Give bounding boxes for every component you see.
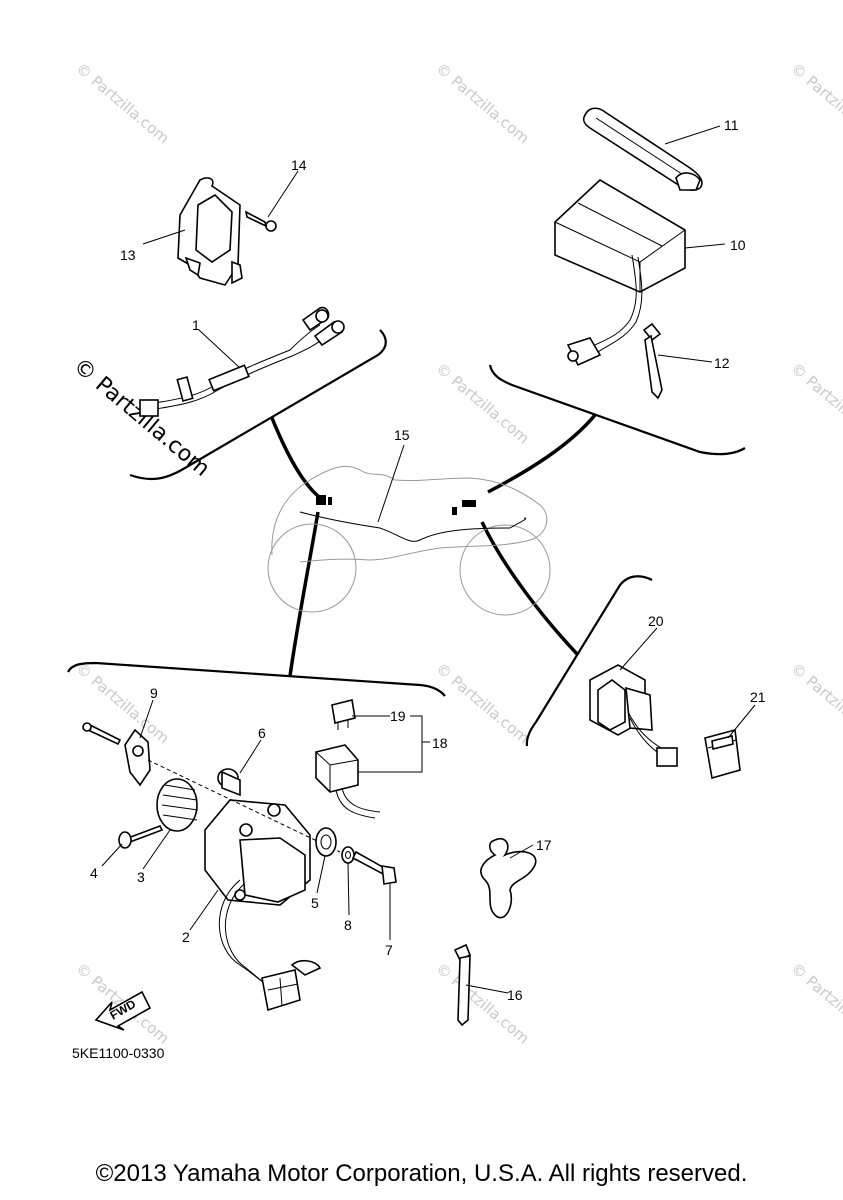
watermark: © Partzilla.com [787,359,843,447]
part-fuse-19 [331,699,356,730]
watermark: © Partzilla.com [787,959,843,1047]
part-rectifier-regulator [177,177,243,286]
part-wire-harness [139,306,345,417]
callout-3: 3 [137,869,145,885]
callout-15: 15 [394,427,410,443]
callout-21: 21 [750,689,766,705]
watermark: © Partzilla.com [787,659,843,747]
connector-line [270,417,320,498]
watermark: © Partzilla.com [72,659,172,747]
motorcycle-silhouette [267,465,551,616]
part-bolt-14 [244,210,277,232]
panel-border-bottom-left [67,661,446,697]
part-collar-6 [217,768,241,797]
connector-line [480,521,580,657]
callout-7: 7 [385,942,393,958]
callout-14: 14 [291,157,307,173]
callouts: 1 2 3 4 5 6 7 8 9 10 11 12 13 14 15 16 1… [90,117,766,1003]
callout-13: 13 [120,247,136,263]
diagram-code: 5KE1100-0330 [72,1045,165,1061]
part-relay-20 [589,664,678,767]
callout-17: 17 [536,837,552,853]
panel-border-left [129,329,387,481]
part-screw-4 [118,824,164,849]
watermark: © Partzilla.com [432,959,532,1047]
callout-8: 8 [344,917,352,933]
callout-20: 20 [648,613,664,629]
watermark: © Partzilla.com [787,59,843,147]
callout-18: 18 [432,735,448,751]
callout-4: 4 [90,865,98,881]
part-grommet-5 [315,827,337,857]
callout-16: 16 [507,987,523,1003]
part-cable-tie-16 [453,943,472,1027]
part-coil-3 [156,778,199,832]
callout-2: 2 [182,929,190,945]
connector-line [288,511,320,677]
part-battery-band [582,107,703,191]
watermark: © Partzilla.com [72,59,172,147]
callout-10: 10 [730,237,746,253]
part-battery [554,179,686,367]
part-washer-8 [341,846,355,864]
assembly-axis [147,759,341,853]
callout-1: 1 [192,317,200,333]
part-cable-tie-12 [642,322,663,400]
callout-19: 19 [390,708,406,724]
copyright-notice: ©2013 Yamaha Motor Corporation, U.S.A. A… [95,1160,748,1187]
watermark: © Partzilla.com [432,59,532,147]
callout-6: 6 [258,725,266,741]
callout-12: 12 [714,355,730,371]
part-starter-relay-2 [204,799,322,1012]
leader-lines [101,125,756,994]
part-relay-21 [704,728,741,780]
callout-9: 9 [150,685,158,701]
part-clip-17 [480,837,537,919]
callout-11: 11 [724,117,739,133]
panel-border-right [488,364,746,456]
watermark: © Partzilla.com [432,359,532,447]
callout-5: 5 [311,895,319,911]
part-bolt-7 [351,850,397,885]
part-bracket-9 [82,722,151,787]
part-relay-18 [315,744,381,819]
